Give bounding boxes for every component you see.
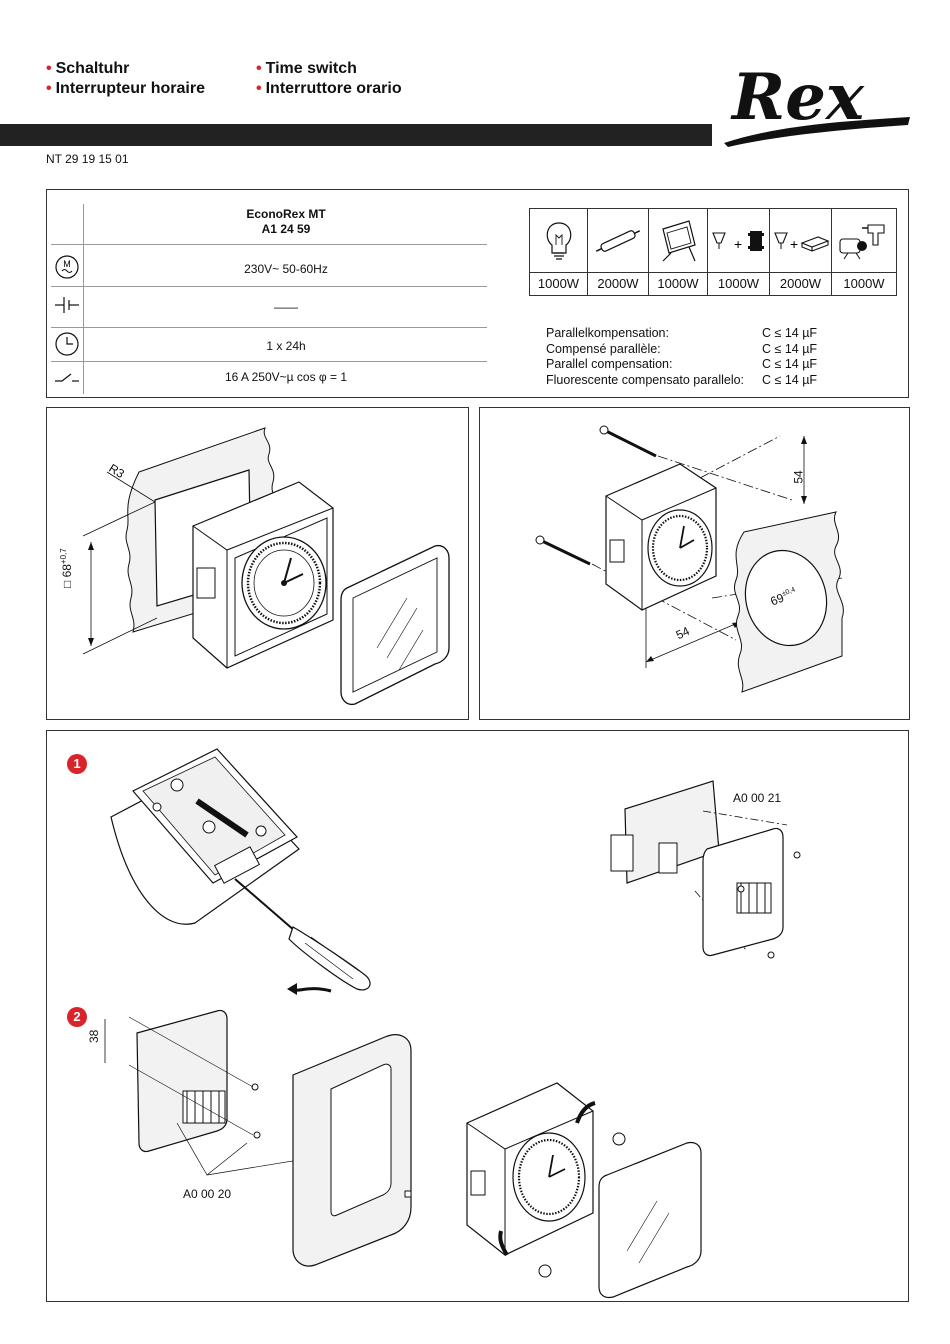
dimension-38: 38: [87, 1029, 101, 1043]
product-name-cell: EconoRex MT A1 24 59: [85, 207, 487, 237]
din-adapter-label: A0 00 21: [733, 791, 782, 805]
installation-steps-panel: 1 2: [46, 730, 909, 1302]
motor-load-icon: [839, 224, 885, 260]
compensation-row: Parallelkompensation:C ≤ 14 µF: [546, 326, 818, 340]
step-1-badge: 1: [67, 754, 87, 774]
halogen-floodlight-icon: [662, 220, 696, 262]
title-italian: •Interruttore orario: [256, 80, 402, 97]
title-english: •Time switch: [256, 60, 357, 77]
step-2-badge: 2: [67, 1007, 87, 1027]
load-incandescent: 1000W: [530, 209, 588, 295]
battery-icon: [55, 297, 79, 313]
svg-text:Rex: Rex: [730, 60, 865, 135]
load-motor: 1000W: [832, 209, 896, 295]
compensation-row: Compensé parallèle:C ≤ 14 µF: [546, 341, 818, 356]
document-number: NT 29 19 15 01: [46, 152, 129, 166]
motor-icon: M: [55, 255, 79, 279]
svg-text:+: +: [790, 236, 798, 252]
header-bar: [0, 124, 712, 146]
program-cycle: 1 x 24h: [266, 339, 306, 353]
compensation-row: Fluorescente compensato parallelo:C ≤ 14…: [546, 372, 818, 387]
lv-halogen-transformer-icon: +: [712, 231, 764, 252]
flush-mount-illustration: [82, 427, 450, 706]
screw-mount-illustration: [535, 425, 844, 693]
surface-box-label: A0 00 20: [183, 1187, 232, 1201]
title-german: •Schaltuhr: [46, 60, 130, 77]
clock-icon: [55, 332, 79, 356]
svg-text:+: +: [734, 236, 742, 252]
title-french: •Interrupteur horaire: [46, 80, 205, 97]
cutout-dimension: □ 68+0,7: [59, 548, 74, 588]
lv-halogen-electronic-transformer-icon: +: [774, 232, 830, 252]
title-block: •Schaltuhr •Interrupteur horaire •Time s…: [46, 60, 686, 102]
vertical-dimension: 54: [791, 470, 806, 484]
svg-text:M: M: [63, 259, 71, 269]
product-code: A1 24 59: [261, 222, 311, 236]
battery-reserve: ——: [274, 300, 298, 314]
spec-table: EconoRex MT A1 24 59 M 230V~ 50-60Hz —— …: [51, 204, 487, 394]
spec-panel: EconoRex MT A1 24 59 M 230V~ 50-60Hz —— …: [46, 189, 909, 398]
incandescent-bulb-icon: [546, 222, 572, 260]
product-name: EconoRex MT: [246, 207, 326, 221]
load-halogen-tube: 2000W: [588, 209, 649, 295]
supply-voltage: 230V~ 50-60Hz: [244, 262, 328, 276]
installation-illustration: [104, 748, 801, 1299]
compensation-list: Parallelkompensation:C ≤ 14 µF Compensé …: [546, 326, 836, 388]
switch-contact-icon: [55, 373, 79, 382]
compensation-row: Parallel compensation:C ≤ 14 µF: [546, 357, 818, 371]
load-lv-halogen-transformer: + 1000W: [708, 209, 770, 295]
flush-mount-panel: R3 □ 68+0,7: [46, 407, 469, 720]
load-table: 1000W 2000W 1000W +: [529, 208, 897, 296]
contact-rating: 16 A 250V~µ cos φ = 1: [224, 370, 348, 384]
screw-mount-panel: 54 54 69±0,4: [479, 407, 910, 720]
load-lv-halogen-electronic: + 2000W: [770, 209, 832, 295]
rex-logo: Rex: [718, 55, 913, 147]
halogen-tube-icon: [595, 230, 641, 252]
load-floodlight: 1000W: [649, 209, 708, 295]
